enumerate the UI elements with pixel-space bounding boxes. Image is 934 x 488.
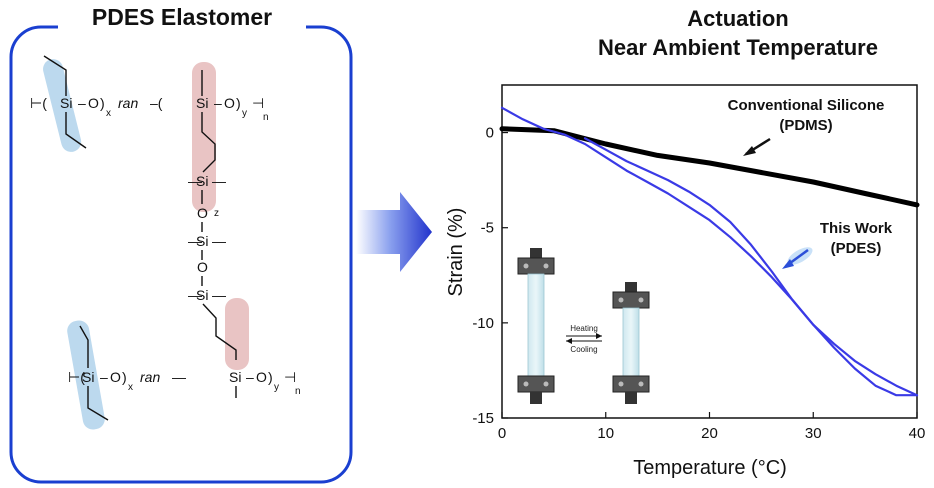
o-atom: O — [88, 95, 99, 111]
bracket-open-bottom: ⊢( — [68, 369, 85, 385]
si-atom: Si — [229, 369, 241, 385]
elastomer-film-short — [622, 307, 640, 379]
svg-text:): ) — [236, 95, 241, 111]
subscript-n: n — [295, 386, 301, 397]
clamp-bottom-left-icon — [517, 375, 555, 393]
svg-text:): ) — [268, 369, 273, 385]
o-atom: O — [224, 95, 235, 111]
ethyl-highlight-top — [43, 59, 82, 152]
strain-temperature-chart: 0 10 20 30 40 0 -5 -10 -15 Temperature (°C) Stra… — [445, 84, 925, 479]
svg-text:—: — — [188, 233, 202, 249]
axis-ticks: 0 10 20 30 40 0 -5 -10 -15 — [472, 125, 925, 442]
series-line-pdes — [583, 137, 919, 397]
annotation-this-work: This Work — [820, 220, 893, 237]
si-atom: Si — [60, 95, 72, 111]
bracket-open-top: ⊢( — [30, 95, 47, 111]
pdms-pointer-head-icon — [743, 146, 756, 156]
clamp-top-left-icon — [517, 257, 555, 275]
subscript-n: n — [263, 112, 269, 123]
svg-text:–(: –( — [150, 95, 163, 111]
x-tick-label: 40 — [909, 425, 926, 442]
svg-text:—: — — [212, 173, 226, 189]
pdes-pointer-head-icon — [782, 259, 794, 269]
si-atom: Si — [196, 95, 208, 111]
clamp-top-right-icon — [612, 291, 650, 309]
y-tick-label: 0 — [486, 125, 494, 142]
svg-text:–: – — [100, 369, 108, 385]
panel-title: PDES Elastomer — [58, 4, 306, 31]
ethyl-highlight-bottom — [67, 320, 105, 430]
chart-heading: Actuation Near Ambient Temperature — [548, 4, 928, 62]
svg-text:⊣: ⊣ — [284, 369, 296, 385]
annotation-pdes: (PDES) — [831, 240, 882, 257]
subscript-x: x — [106, 108, 111, 119]
ran-label: ran — [140, 369, 160, 385]
o-atom: O — [256, 369, 267, 385]
x-axis-label: Temperature (°C) — [633, 457, 787, 479]
propyl-highlight-bottom — [225, 298, 249, 370]
svg-text:—: — — [212, 233, 226, 249]
cooling-label: Cooling — [570, 345, 597, 354]
si-atom: Si — [82, 369, 94, 385]
transition-arrow-icon — [356, 192, 432, 272]
x-tick-label: 10 — [597, 425, 614, 442]
si-atom: Si — [196, 287, 208, 303]
elastomer-film-long — [527, 273, 545, 379]
svg-text:–: – — [246, 369, 254, 385]
annotation-conventional: Conventional Silicone — [728, 97, 885, 114]
svg-text:—: — — [188, 173, 202, 189]
svg-text:—: — — [172, 369, 186, 385]
subscript-y: y — [242, 108, 247, 119]
actuator-inset: Heating Cooling — [517, 248, 650, 404]
y-axis-label: Strain (%) — [445, 208, 467, 297]
svg-text:—: — — [188, 287, 202, 303]
propyl-highlight-top — [192, 62, 216, 212]
series-line-pdes — [500, 106, 919, 397]
clamp-bottom-right-icon — [612, 375, 650, 393]
series-line-pdms — [499, 126, 920, 208]
heating-label: Heating — [570, 324, 598, 333]
chart-heading-line1: Actuation — [687, 6, 789, 31]
si-atom: Si — [196, 233, 208, 249]
ran-label: ran — [118, 95, 138, 111]
y-tick-label: -5 — [481, 220, 494, 237]
annotation-pdms: (PDMS) — [779, 117, 832, 134]
x-tick-label: 0 — [498, 425, 506, 442]
svg-text:): ) — [122, 369, 127, 385]
subscript-y: y — [274, 382, 279, 393]
svg-text:–: – — [214, 95, 222, 111]
x-tick-label: 20 — [701, 425, 718, 442]
si-atom: Si — [196, 173, 208, 189]
x-tick-label: 30 — [805, 425, 822, 442]
svg-text:–: – — [78, 95, 86, 111]
svg-text:): ) — [100, 95, 105, 111]
o-atom: O — [110, 369, 121, 385]
svg-text:—: — — [212, 287, 226, 303]
subscript-x: x — [128, 382, 133, 393]
data-series — [499, 106, 920, 397]
y-tick-label: -15 — [472, 410, 494, 427]
subscript-z: z — [214, 208, 219, 219]
o-atom: O — [197, 205, 208, 221]
o-atom: O — [197, 259, 208, 275]
pdes-structure: ⊢( Si – O ) x ran –( Si – O ) y ⊣ n — Si… — [30, 55, 301, 430]
svg-text:⊣: ⊣ — [252, 95, 264, 111]
y-tick-label: -10 — [472, 315, 494, 332]
chart-heading-line2: Near Ambient Temperature — [598, 35, 878, 60]
